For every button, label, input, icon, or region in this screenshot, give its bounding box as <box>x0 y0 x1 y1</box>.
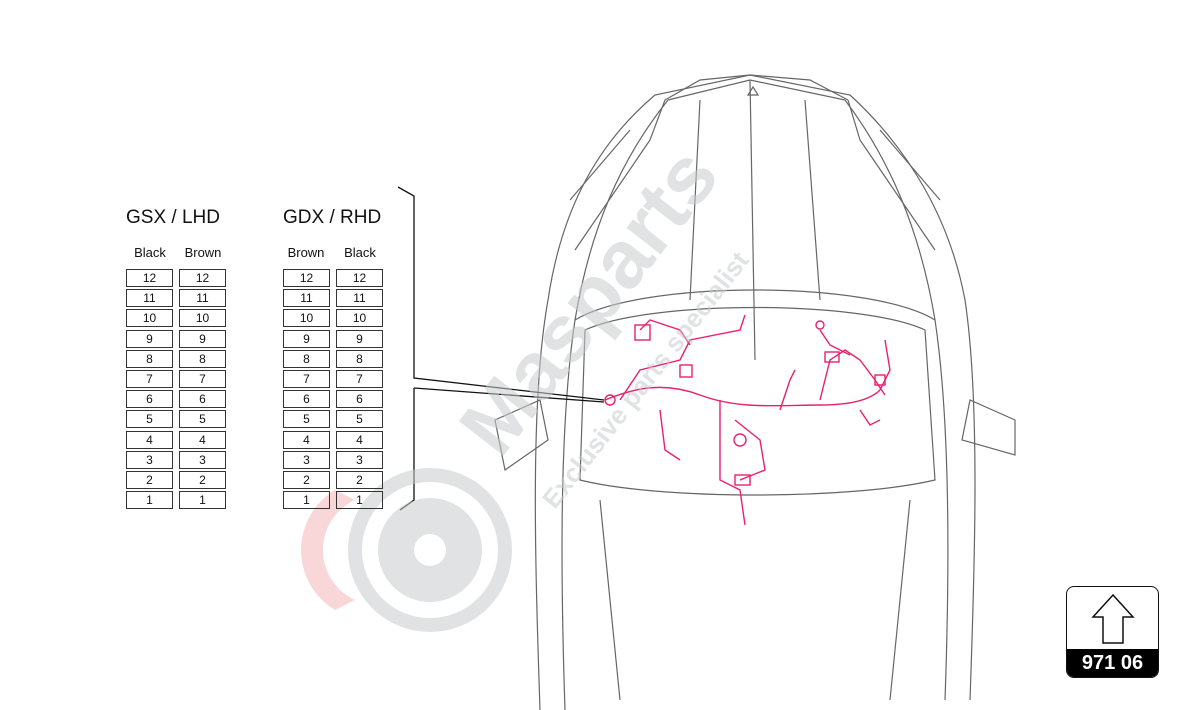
pin-cell: 11 <box>179 289 226 308</box>
pin-cell: 9 <box>126 329 173 348</box>
pin-cell: 5 <box>126 410 173 429</box>
pin-cell: 6 <box>179 390 226 409</box>
pin-cell: 3 <box>336 450 383 469</box>
pin-cell: 7 <box>283 369 330 388</box>
rhd-column-header-2: Black <box>344 245 376 260</box>
pin-cell: 9 <box>336 329 383 348</box>
pin-cell: 11 <box>283 289 330 308</box>
pin-cell: 12 <box>179 269 226 287</box>
pin-cell: 6 <box>126 390 173 409</box>
pin-cell: 7 <box>179 369 226 388</box>
lhd-column-header-1: Black <box>134 245 166 260</box>
lhd-column-header-2: Brown <box>184 245 222 260</box>
pin-cell: 2 <box>283 470 330 489</box>
arrow-up-icon <box>1091 593 1135 644</box>
page-reference-badge[interactable]: 971 06 <box>1066 586 1159 678</box>
pin-cell: 10 <box>283 309 330 328</box>
pin-cell: 12 <box>336 269 383 287</box>
pin-cell: 3 <box>283 450 330 469</box>
pin-cell: 1 <box>336 491 383 510</box>
pin-cell: 10 <box>336 309 383 328</box>
pin-cell: 3 <box>179 450 226 469</box>
pin-cell: 1 <box>283 491 330 510</box>
pin-cell: 10 <box>179 309 226 328</box>
pin-cell: 11 <box>126 289 173 308</box>
pin-cell: 5 <box>179 410 226 429</box>
pin-cell: 8 <box>336 349 383 368</box>
pin-cell: 9 <box>283 329 330 348</box>
wiring-harness <box>604 314 891 526</box>
pin-cell: 5 <box>283 410 330 429</box>
pin-cell: 6 <box>283 390 330 409</box>
pin-cell: 8 <box>283 349 330 368</box>
pin-cell: 7 <box>336 369 383 388</box>
pin-cell: 11 <box>336 289 383 308</box>
lhd-title: GSX / LHD <box>126 207 220 228</box>
pin-cell: 12 <box>283 269 330 287</box>
pin-cell: 4 <box>126 430 173 449</box>
pin-cell: 7 <box>126 369 173 388</box>
car-body-outline <box>494 74 1016 710</box>
page-reference-code: 971 06 <box>1067 649 1158 677</box>
pin-cell: 2 <box>179 470 226 489</box>
pin-cell: 10 <box>126 309 173 328</box>
rhd-column-header-1: Brown <box>287 245 325 260</box>
pin-cell: 9 <box>179 329 226 348</box>
pin-cell: 1 <box>179 491 226 510</box>
pin-cell: 1 <box>126 491 173 510</box>
pin-cell: 2 <box>336 470 383 489</box>
pin-cell: 4 <box>336 430 383 449</box>
pin-cell: 2 <box>126 470 173 489</box>
pin-cell: 8 <box>126 349 173 368</box>
pin-cell: 4 <box>179 430 226 449</box>
pin-cell: 8 <box>179 349 226 368</box>
pin-cell: 4 <box>283 430 330 449</box>
rhd-title: GDX / RHD <box>283 207 382 228</box>
pin-cell: 6 <box>336 390 383 409</box>
pin-cell: 3 <box>126 450 173 469</box>
pin-cell: 12 <box>126 269 173 287</box>
pin-cell: 5 <box>336 410 383 429</box>
